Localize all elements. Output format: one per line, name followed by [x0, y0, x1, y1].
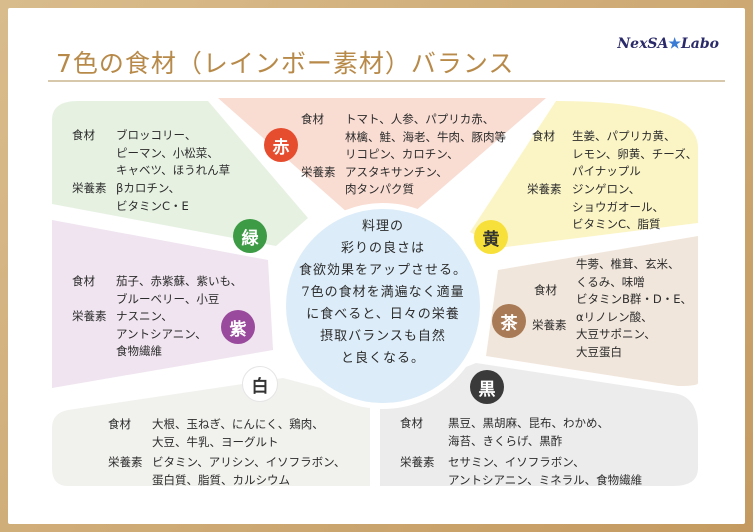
center-message: 料理の 彩りの良さは 食欲効果をアップさせる。 7色の食材を満遍なく適量 に食べ…	[298, 219, 467, 366]
title-divider	[48, 80, 725, 82]
yellow-food-text: 生姜、パプリカ黄、レモン、卵黄、チーズ、パイナップル	[572, 129, 698, 178]
red-badge: 赤	[264, 128, 298, 162]
yellow-nutrient-label: 栄養素	[527, 182, 562, 196]
black-nutrient-label: 栄養素	[400, 455, 435, 469]
center-circle	[280, 203, 486, 409]
red-food-label: 食材	[301, 112, 324, 126]
white-food-label: 食材	[108, 417, 131, 431]
poster-card: 7色の食材（レインボー素材）バランス NexSA★Labo 赤 黄 茶 黒 白 …	[8, 8, 745, 524]
brown-nutrient-label: 栄養素	[532, 318, 567, 332]
green-food-label: 食材	[72, 128, 95, 142]
yellow-food-label: 食材	[532, 129, 555, 143]
brown-food-text: 牛蒡、椎茸、玄米、くるみ、味噌	[576, 257, 680, 289]
red-food-text: トマト、人参、パプリカ赤、林檎、鮭、海老、牛肉、豚肉等	[345, 112, 506, 144]
yellow-segment	[470, 101, 698, 248]
green-segment	[52, 101, 308, 246]
purple-food-label: 食材	[72, 274, 95, 288]
purple-badge: 紫	[221, 310, 255, 344]
white-segment	[52, 378, 370, 486]
white-nutrient-text: ビタミン、アリシン、イソフラボン、蛋白質、脂質、カルシウム	[152, 455, 346, 487]
green-nutrient-label: 栄養素	[72, 181, 107, 195]
purple-nutrient-text: ナスニン、アントシアニン、食物繊維	[116, 309, 207, 358]
white-badge: 白	[242, 366, 278, 402]
black-badge: 黒	[470, 370, 504, 404]
white-nutrient-label: 栄養素	[108, 455, 143, 469]
black-nutrient-text: セサミン、イソフラボン、アントシアニン、ミネラル、食物繊維	[448, 455, 643, 487]
black-food-text: 黒豆、黒胡麻、昆布、わかめ、海苔、きくらげ、黒酢	[448, 416, 609, 448]
red-nutrient-label: 栄養素	[301, 165, 336, 179]
brown-badge: 茶	[492, 304, 526, 338]
purple-nutrient-label: 栄養素	[72, 309, 107, 323]
black-food-label: 食材	[400, 416, 423, 430]
purple-food-text: 茄子、赤紫蘇、紫いも、ブルーベリー、小豆	[116, 274, 243, 306]
red-segment	[218, 98, 546, 213]
brown-segment	[486, 236, 698, 386]
green-food-text: ブロッコリー、ピーマン、小松菜、キャベツ、ほうれん草	[116, 128, 231, 177]
red-nutrient-text: リコピン、カロチン、アスタキサンチン、肉タンパク質	[345, 147, 459, 196]
black-segment	[380, 363, 698, 486]
brown-nutrient-text: ビタミンB群・D・E、αリノレン酸、大豆サポニン、大豆蛋白	[576, 292, 693, 359]
green-badge: 緑	[233, 219, 267, 253]
brand-logo: NexSA★Labo	[617, 36, 719, 52]
purple-segment	[52, 220, 273, 388]
brown-food-label: 食材	[534, 283, 557, 297]
page-title: 7色の食材（レインボー素材）バランス	[56, 49, 515, 78]
yellow-badge: 黄	[474, 220, 508, 254]
yellow-nutrient-text: ジンゲロン、ショウガオール、ビタミンC、脂質	[572, 182, 664, 231]
white-food-text: 大根、玉ねぎ、にんにく、鶏肉、大豆、牛乳、ヨーグルト	[152, 417, 324, 449]
star-icon: ★	[668, 36, 681, 52]
green-nutrient-text: βカロチン、ビタミンC・E	[116, 181, 189, 213]
segment-shapes	[52, 98, 698, 486]
